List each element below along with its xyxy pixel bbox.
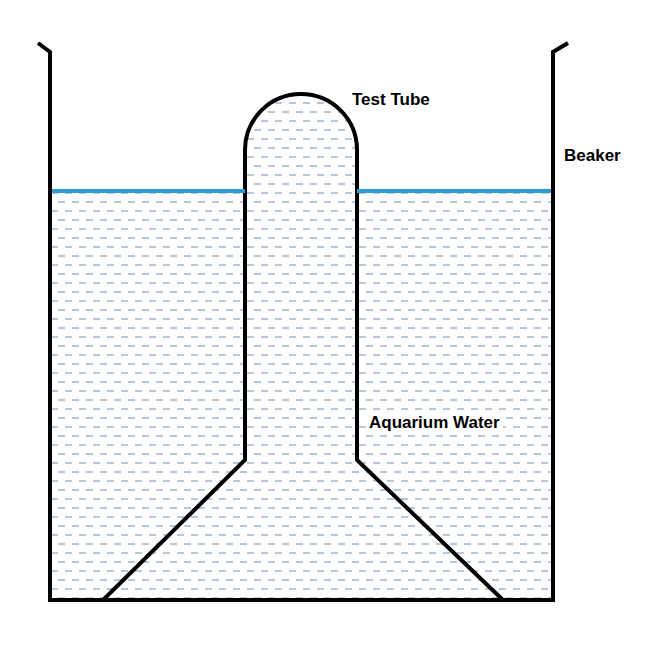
water-surface bbox=[357, 189, 553, 193]
tube-ground bbox=[103, 94, 503, 600]
test-tube-outline bbox=[103, 94, 503, 600]
part-label: Aquarium Water bbox=[366, 413, 503, 433]
part-label: Beaker bbox=[561, 146, 624, 166]
water-surface bbox=[50, 189, 245, 193]
part-label: Test Tube bbox=[349, 90, 433, 110]
beaker-outline bbox=[38, 43, 568, 600]
